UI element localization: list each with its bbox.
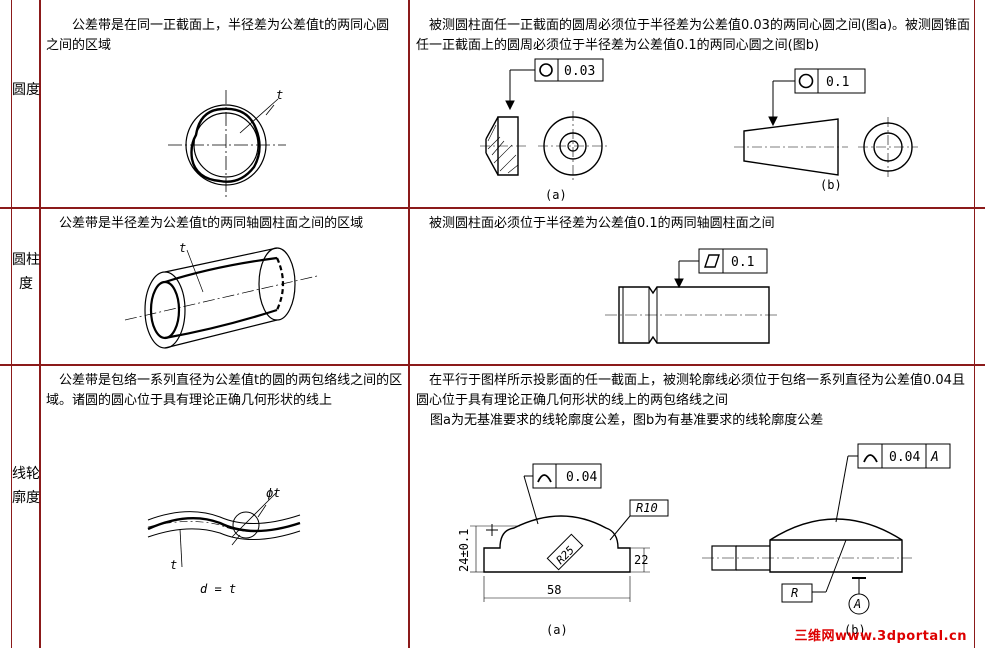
row-label-roundness: 圆度 <box>12 78 40 102</box>
row-label-cylindricity: 圆柱度 <box>12 248 40 296</box>
line-profile-definition: 公差带是包络一系列直径为公差值t的圆的两包络线之间的区域。诸圆的圆心位于具有理论… <box>46 373 403 408</box>
profile-caption-b: (b) <box>844 623 866 637</box>
row-label-line-profile-text: 线轮廓度 <box>12 466 40 506</box>
profile-caption-a: (a) <box>546 623 568 637</box>
cylindricity-definition: 公差带是半径差为公差值t的两同轴圆柱面之间的区域 <box>59 216 364 231</box>
cylindricity-t-label: t <box>179 241 186 255</box>
roundness-frame-a-value: 0.03 <box>564 64 595 79</box>
table-divider-middle <box>408 0 410 648</box>
roundness-definition: 公差带是在同一正截面上，半径差为公差值t的两同心圆之间的区域 <box>46 18 390 53</box>
row-divider-2 <box>0 364 985 366</box>
dimension-24: 24±0.1 <box>457 529 471 572</box>
line-profile-example-1: 在平行于图样所示投影面的任一截面上，被测轮廓线必须位于包络一系列直径为公差值0.… <box>416 373 965 408</box>
cylindricity-frame-value: 0.1 <box>731 255 754 270</box>
dimension-r25: R25 <box>554 544 577 567</box>
row-label-cylindricity-text: 圆柱度 <box>12 252 40 292</box>
cylindricity-zone-figure: t <box>124 241 318 349</box>
dimension-r10: R10 <box>636 501 658 515</box>
watermark: 三维网www.3dportal.cn <box>794 629 967 644</box>
roundness-caption-b: (b) <box>820 178 842 192</box>
cylindricity-example: 被测圆柱面必须位于半径差为公差值0.1的两同轴圆柱面之间 <box>429 216 775 231</box>
profile-frame-b-datum: A <box>930 450 939 465</box>
line-profile-example-2: 图a为无基准要求的线轮廓度公差，图b为有基准要求的线轮廓度公差 <box>430 413 824 428</box>
profile-frame-a-value: 0.04 <box>566 470 597 485</box>
row-label-roundness-text: 圆度 <box>12 82 40 98</box>
datum-box-r: R <box>791 586 798 600</box>
datum-circle-a: A <box>853 597 861 611</box>
line-profile-zone-figure: ϕt t d = t <box>147 486 301 596</box>
row-divider-1 <box>0 207 985 209</box>
dimension-58: 58 <box>547 583 561 597</box>
roundness-example: 被测圆柱面任一正截面的圆周必须位于半径差为公差值0.03的两同心圆之间(图a)。… <box>416 18 971 53</box>
roundness-caption-a: (a) <box>545 188 567 202</box>
roundness-example-figures: 0.03 0.1 (a) (b) <box>480 58 918 202</box>
cylindricity-example-figure: 0.1 <box>605 248 779 344</box>
line-profile-example-figures: 0.04 0.04 A R10 R25 24±0.1 22 58 R A (a)… <box>457 443 951 637</box>
roundness-t-label: t <box>276 88 283 102</box>
profile-frame-b-value: 0.04 <box>889 450 920 465</box>
table-divider-label <box>39 0 41 648</box>
row-label-line-profile: 线轮廓度 <box>12 462 40 510</box>
roundness-zone-figure: t <box>168 88 286 197</box>
table-border-left <box>11 0 12 648</box>
dimension-22: 22 <box>634 553 648 567</box>
line-profile-phi-t-label: ϕt <box>266 486 280 500</box>
roundness-frame-b-value: 0.1 <box>826 75 849 90</box>
line-profile-t-label: t <box>170 558 177 572</box>
line-profile-formula: d = t <box>200 582 236 596</box>
table-border-right <box>974 0 975 648</box>
